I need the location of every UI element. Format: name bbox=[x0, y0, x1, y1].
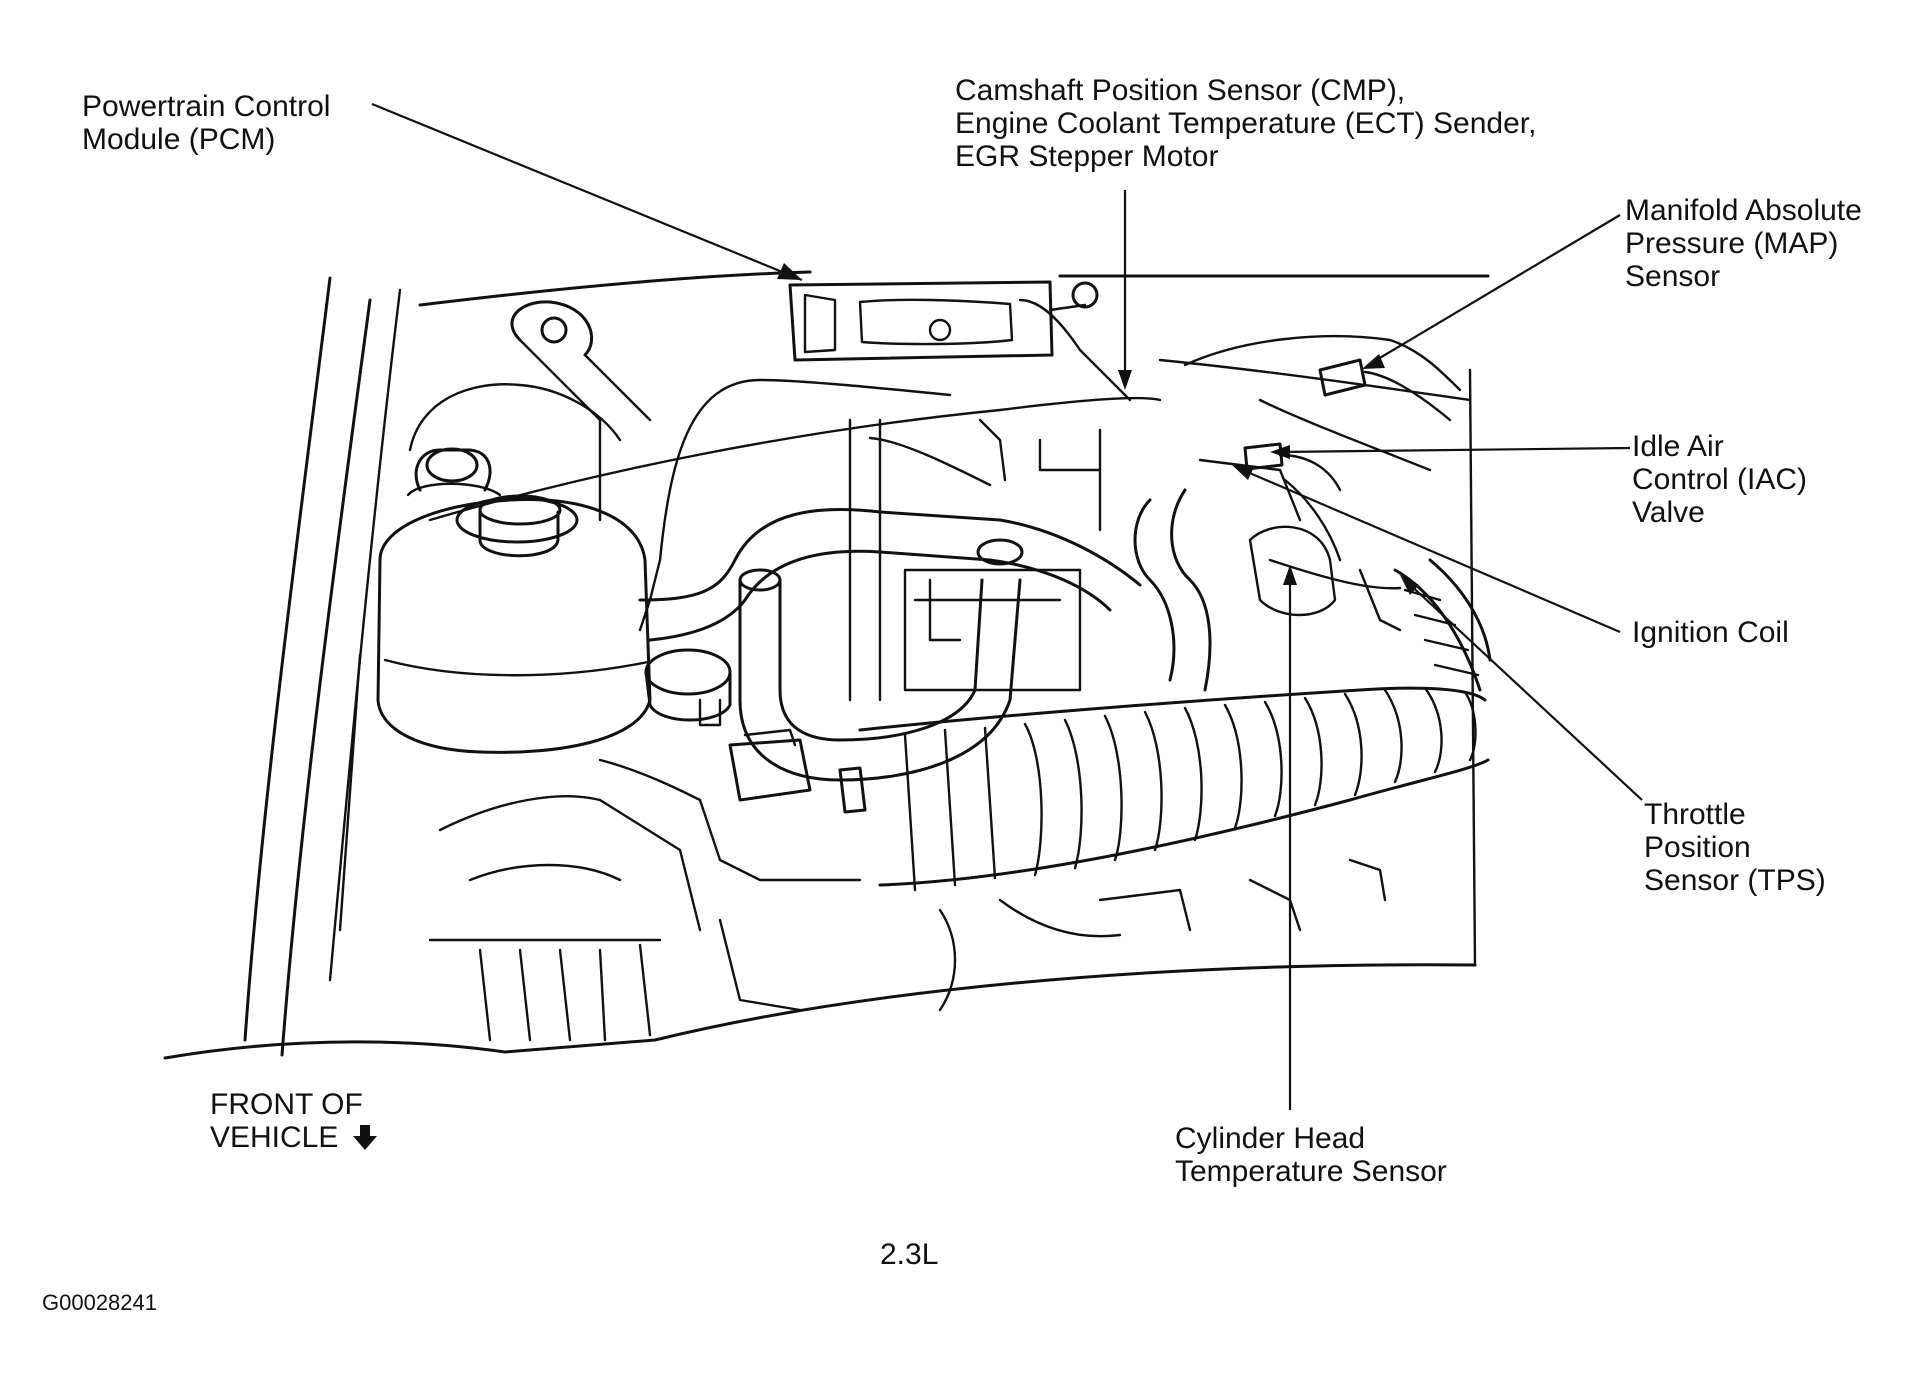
right-side-components bbox=[1183, 334, 1462, 632]
pcm-module bbox=[788, 280, 1099, 362]
brake-reservoir bbox=[406, 447, 502, 497]
label-cmp-ect-egr: Camshaft Position Sensor (CMP), Engine C… bbox=[955, 74, 1537, 173]
label-map-sensor: Manifold Absolute Pressure (MAP) Sensor bbox=[1625, 194, 1862, 293]
leader-lines bbox=[371, 102, 1643, 1110]
figure-id: G00028241 bbox=[42, 1290, 157, 1315]
strut-tower bbox=[408, 300, 652, 522]
label-cylinder-head-temp-sensor: Cylinder Head Temperature Sensor bbox=[1175, 1122, 1447, 1188]
radiator-hose bbox=[638, 507, 1142, 642]
engine-size-caption: 2.3L bbox=[880, 1238, 939, 1271]
wiring-harness bbox=[428, 378, 1162, 632]
label-tps: Throttle Position Sensor (TPS) bbox=[1644, 798, 1826, 897]
air-intake-duct bbox=[858, 558, 1492, 892]
engine-intake-manifold bbox=[848, 298, 1337, 702]
fender-outline bbox=[163, 270, 1490, 1060]
label-pcm: Powertrain Control Module (PCM) bbox=[82, 90, 331, 156]
mass-air-flow-area bbox=[428, 728, 1387, 1042]
down-arrow-icon bbox=[352, 1125, 377, 1150]
label-iac-valve: Idle Air Control (IAC) Valve bbox=[1632, 430, 1808, 529]
coolant-reservoir bbox=[338, 494, 652, 932]
washer-reservoir-cap bbox=[644, 648, 732, 727]
label-front-of-vehicle: FRONT OF VEHICLE bbox=[210, 1088, 379, 1154]
label-ignition-coil: Ignition Coil bbox=[1632, 616, 1789, 649]
